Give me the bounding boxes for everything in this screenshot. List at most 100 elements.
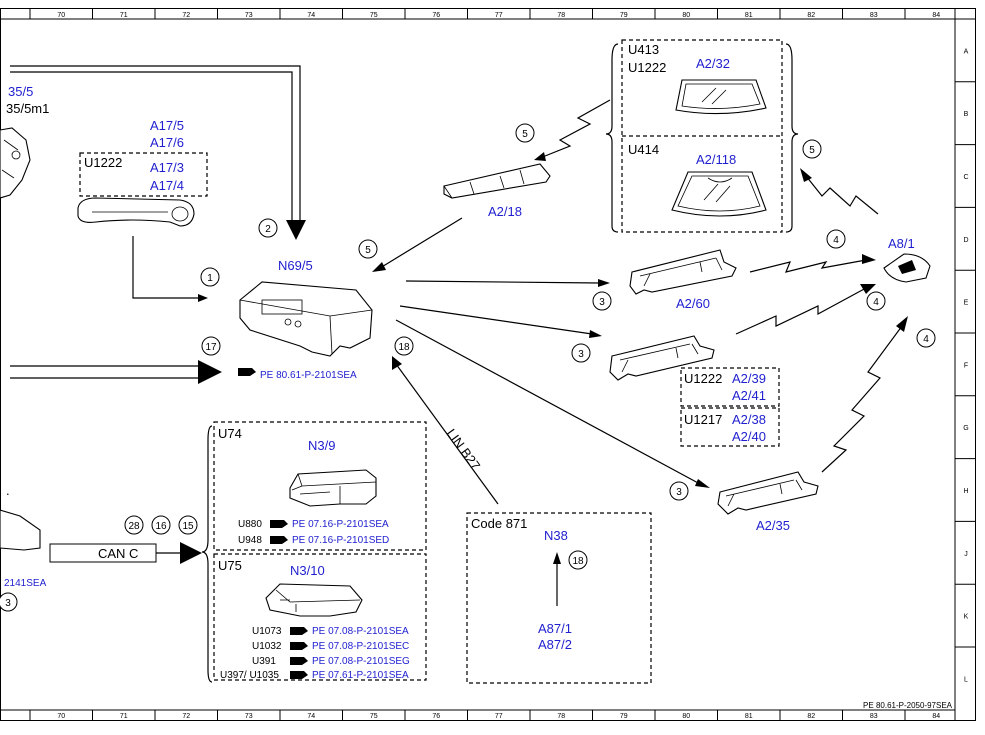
footer-ref: PE 80.61-P-2050-97SEA (863, 701, 953, 710)
label-a2-38: A2/38 (732, 412, 766, 427)
label-n38: N38 (544, 528, 568, 543)
label-can-c: CAN C (98, 546, 138, 561)
ruler-column-label: 71 (120, 713, 128, 720)
ruler-column-label: 80 (682, 713, 690, 720)
label-a2-35: A2/35 (756, 518, 790, 533)
ref-u1073: PE 07.08-P-2101SEA (312, 626, 409, 637)
ruler-column-label: 83 (870, 12, 878, 19)
ruler-column-label: 73 (245, 713, 253, 720)
label-a2-39: A2/39 (732, 371, 766, 386)
ref-left: 2141SEA (4, 578, 47, 589)
ruler-column-label: 77 (495, 713, 503, 720)
callout-5a: 5 (522, 129, 528, 140)
ruler-column-label: 81 (745, 713, 753, 720)
label-code-871: Code 871 (471, 516, 527, 531)
label-35-5m1: 35/5m1 (6, 101, 49, 116)
ref-hand-icon-u948 (270, 536, 288, 544)
ref-hand-icon-n69 (238, 368, 256, 376)
ruler-column-label: 83 (870, 713, 878, 720)
left-gateway-part (0, 509, 41, 551)
frame (0, 8, 976, 721)
ruler-column-label: 84 (932, 12, 940, 19)
label-a17-6: A17/6 (150, 135, 184, 150)
ref-u948: PE 07.16-P-2101SED (292, 535, 389, 546)
ruler-column-label: 74 (307, 12, 315, 19)
u1222-box (680, 367, 780, 407)
label-u1073: U1073 (252, 626, 282, 637)
label-a2-41: A2/41 (732, 388, 766, 403)
label-n69-5: N69/5 (278, 258, 313, 273)
label-a87-2: A87/2 (538, 637, 572, 652)
label-u1222-b: U1222 (684, 371, 722, 386)
ruler-row-label: K (964, 614, 969, 621)
arrow-head-17 (198, 360, 222, 384)
callout-4c: 4 (923, 334, 929, 345)
label-u391: U391 (252, 656, 276, 667)
ruler-column-label: 76 (432, 713, 440, 720)
ruler-column-label: 70 (57, 713, 65, 720)
ruler-column-label: 79 (620, 12, 628, 19)
label-u397: U397/ U1035 (220, 670, 279, 681)
n3-9-module-part (289, 469, 377, 507)
ruler-column-label: 75 (370, 12, 378, 19)
label-a17-5: A17/5 (150, 118, 184, 133)
ruler-column-label: 71 (120, 12, 128, 19)
windscreen-part (671, 171, 767, 217)
label-a2-18: A2/18 (488, 204, 522, 219)
label-u74: U74 (218, 426, 242, 441)
label-u75: U75 (218, 558, 242, 573)
ruler-column-label: 74 (307, 713, 315, 720)
label-u1032: U1032 (252, 641, 282, 652)
label-u1217: U1217 (684, 412, 722, 427)
ruler-row-label: C (963, 174, 968, 181)
ruler-column-label: 81 (745, 12, 753, 19)
ruler-row-label: D (963, 237, 968, 244)
label-a17-4: A17/4 (150, 178, 184, 193)
callout-28: 28 (128, 521, 140, 532)
callout-4b: 4 (873, 297, 879, 308)
ref-u880: PE 07.16-P-2101SEA (292, 519, 389, 530)
callout-3b: 3 (578, 349, 584, 360)
ruler-column-label: 70 (57, 12, 65, 19)
ref-hand-icon-u880 (270, 520, 288, 528)
a8-1-key-part (883, 253, 931, 283)
ruler-column-label: 77 (495, 12, 503, 19)
label-u414: U414 (628, 142, 659, 157)
callout-15: 15 (182, 521, 194, 532)
label-u948: U948 (238, 535, 262, 546)
rear-window-part (675, 79, 767, 115)
ref-hand-icon-u1032 (290, 642, 308, 650)
label-a2-60: A2/60 (676, 296, 710, 311)
ruler-column-label: 73 (245, 12, 253, 19)
label-a8-1: A8/1 (888, 236, 915, 251)
label-lin-b27: LIN B27 (444, 426, 484, 473)
ruler-row-label: H (963, 488, 968, 495)
arrow-head-can (180, 542, 202, 564)
ruler-row-label: G (963, 425, 968, 432)
ruler-row-label: B (964, 111, 969, 118)
ref-u1032: PE 07.08-P-2101SEC (312, 641, 409, 652)
ref-hand-icon-u1073 (290, 627, 308, 635)
a2-35-antenna-part (717, 471, 819, 515)
callout-16: 16 (155, 521, 167, 532)
label-a2-32: A2/32 (696, 56, 730, 71)
label-a87-1: A87/1 (538, 621, 572, 636)
u75-box (213, 553, 427, 681)
ruler-row-label: F (964, 362, 968, 369)
ruler-column-label: 82 (807, 713, 815, 720)
callout-17: 17 (205, 342, 217, 353)
label-a2-118: A2/118 (696, 152, 736, 167)
a2-60-antenna-part (629, 249, 737, 295)
ruler-row-label: J (964, 551, 968, 558)
label-a2-40: A2/40 (732, 429, 766, 444)
label-a17-3: A17/3 (150, 160, 184, 175)
ruler-column-label: 78 (557, 12, 565, 19)
label-u1222-win: U1222 (628, 60, 666, 75)
door-handle-part (77, 197, 195, 227)
ruler-column-label: 79 (620, 713, 628, 720)
ruler-row-label: E (964, 300, 969, 307)
u1222-door-box (79, 152, 208, 197)
